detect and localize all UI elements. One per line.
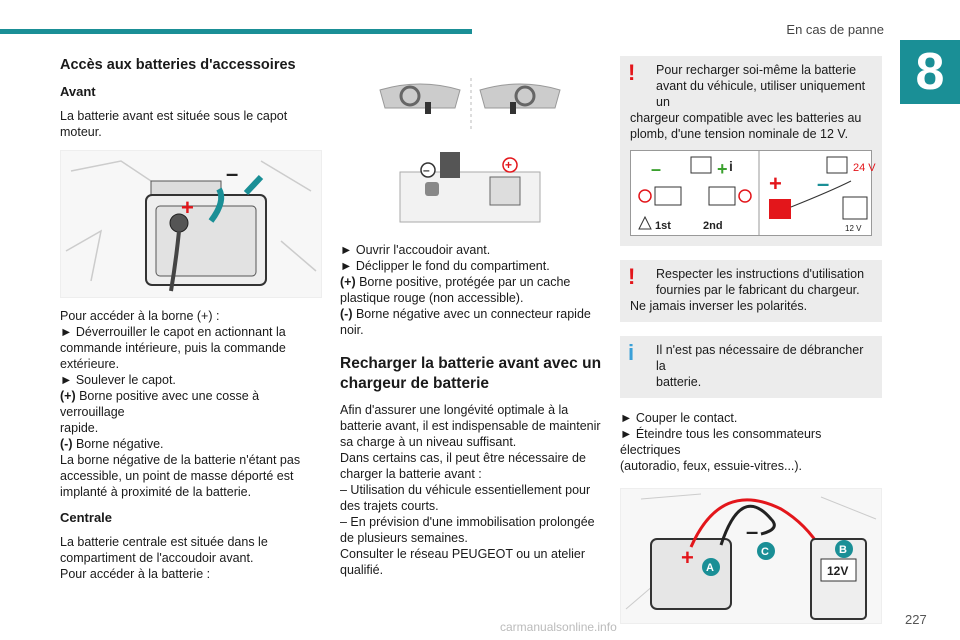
- svg-text:A: A: [706, 562, 714, 574]
- svg-text:+: +: [181, 195, 194, 220]
- svg-text:+: +: [681, 545, 694, 570]
- warning-note-polarity: ! Respecter les instructions d'utilisati…: [620, 260, 882, 322]
- info-icon: i: [628, 340, 635, 365]
- svg-text:i: i: [729, 158, 733, 174]
- warning-note-charger: ! Pour recharger soi-même la batterie av…: [620, 56, 882, 246]
- svg-text:24 V: 24 V: [853, 162, 876, 174]
- info-note-disconnect: i Il n'est pas nécessaire de débrancher …: [620, 336, 882, 398]
- central-battery-illustration: – +: [340, 72, 602, 232]
- svg-text:12V: 12V: [827, 564, 848, 578]
- central-heading: Centrale: [60, 510, 113, 525]
- charger-pictogram: i 24 V – + 1st 2nd + – 12 V: [630, 150, 876, 236]
- svg-text:12 V: 12 V: [845, 224, 862, 233]
- charging-steps: ► Couper le contact. ► Éteindre tous les…: [620, 411, 822, 473]
- terminal-access-text: Pour accéder à la borne (+) : ► Déverrou…: [60, 309, 301, 499]
- section-title: En cas de panne: [786, 22, 884, 37]
- central-steps: ► Ouvrir l'accoudoir avant. ► Déclipper …: [340, 243, 591, 337]
- charger-text: Afin d'assurer une longévité optimale à …: [340, 403, 601, 577]
- column-3: ! Pour recharger soi-même la batterie av…: [620, 56, 882, 634]
- header-accent-bar: [0, 29, 472, 34]
- page-number: 227: [905, 612, 927, 627]
- charger-connection-illustration: 12V + – A B C: [620, 488, 882, 624]
- svg-text:1st: 1st: [655, 220, 671, 232]
- svg-text:–: –: [651, 159, 661, 179]
- column-1: Accès aux batteries d'accessoires Avant …: [60, 56, 322, 592]
- svg-text:–: –: [226, 161, 238, 186]
- charger-heading: Recharger la batterie avant avec un char…: [340, 355, 602, 392]
- svg-text:C: C: [761, 546, 769, 558]
- warning-icon: !: [628, 60, 636, 85]
- front-heading: Avant: [60, 84, 96, 99]
- svg-text:+: +: [505, 158, 512, 172]
- svg-text:2nd: 2nd: [703, 220, 723, 232]
- svg-text:–: –: [746, 519, 758, 544]
- front-intro: La batterie avant est située sous le cap…: [60, 109, 288, 139]
- svg-text:–: –: [423, 163, 430, 177]
- section-heading: Accès aux batteries d'accessoires: [60, 57, 296, 73]
- front-battery-illustration: + –: [60, 150, 322, 298]
- chapter-number: 8: [900, 40, 960, 104]
- svg-text:+: +: [717, 159, 728, 179]
- svg-text:B: B: [839, 544, 847, 556]
- svg-text:–: –: [817, 171, 829, 196]
- watermark: carmanualsonline.info: [500, 620, 617, 634]
- column-2: – + ► Ouvrir l'accoudoir avant. ► Déclip…: [340, 56, 602, 588]
- central-text: La batterie centrale est située dans le …: [60, 535, 268, 581]
- svg-text:+: +: [769, 171, 782, 196]
- warning-icon: !: [628, 264, 636, 289]
